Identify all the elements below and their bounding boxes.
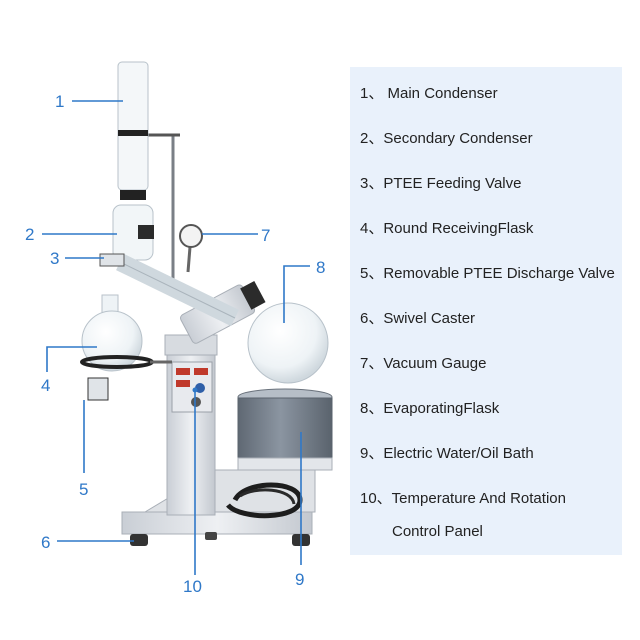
callout-4: 4 bbox=[41, 376, 50, 395]
gauge-stem bbox=[186, 246, 192, 273]
caster-mid bbox=[205, 532, 217, 540]
receiving-flask bbox=[81, 310, 143, 372]
vapor-duct-edge bbox=[119, 261, 236, 319]
callout-2: 2 bbox=[25, 225, 34, 244]
callout-7: 7 bbox=[261, 226, 270, 245]
hose-2 bbox=[239, 488, 296, 505]
caster-left bbox=[130, 534, 148, 546]
legend-item-1: 1、 Main Condenser bbox=[360, 85, 498, 102]
condenser-joint bbox=[120, 190, 146, 200]
leader-4 bbox=[46, 346, 97, 372]
secondary-clamp bbox=[138, 225, 154, 239]
condenser-clamp bbox=[118, 130, 148, 136]
callout-10: 10 bbox=[183, 577, 202, 596]
display-2 bbox=[194, 368, 208, 375]
evaporating-flask bbox=[247, 302, 329, 384]
callout-6: 6 bbox=[41, 533, 50, 552]
callout-1: 1 bbox=[55, 92, 64, 111]
main-condenser bbox=[117, 61, 149, 191]
hose bbox=[226, 482, 303, 519]
legend-panel: 1、 Main Condenser 2、Secondary Condenser … bbox=[350, 67, 622, 555]
bath-base bbox=[237, 457, 333, 471]
callout-9: 9 bbox=[295, 570, 304, 589]
leader-8 bbox=[283, 265, 310, 323]
panel-knob-2 bbox=[191, 397, 201, 407]
callout-8: 8 bbox=[316, 258, 325, 277]
legend-item-10-continued: Control Panel bbox=[392, 523, 483, 540]
callout-numbers: 1 2 3 4 5 6 7 8 9 10 bbox=[25, 92, 325, 596]
display-3 bbox=[176, 380, 190, 387]
legend-item-9: 9、Electric Water/Oil Bath bbox=[360, 445, 534, 462]
legend-item-2: 2、Secondary Condenser bbox=[360, 130, 533, 147]
leader-lines bbox=[42, 100, 310, 575]
display-1 bbox=[176, 368, 190, 375]
feeding-valve bbox=[99, 253, 125, 267]
legend-item-8: 8、EvaporatingFlask bbox=[360, 400, 500, 417]
callout-3: 3 bbox=[50, 249, 59, 268]
vacuum-gauge bbox=[179, 224, 203, 248]
legend-item-7: 7、Vacuum Gauge bbox=[360, 355, 487, 372]
discharge-valve bbox=[87, 377, 109, 401]
apparatus-illustration bbox=[80, 61, 333, 546]
legend-item-5: 5、Removable PTEE Discharge Valve bbox=[360, 265, 615, 282]
callout-5: 5 bbox=[79, 480, 88, 499]
legend-item-4: 4、Round ReceivingFlask bbox=[360, 220, 534, 237]
legend-item-6: 6、Swivel Caster bbox=[360, 310, 476, 327]
leader-dot-10 bbox=[192, 387, 198, 393]
legend-item-3: 3、PTEE Feeding Valve bbox=[360, 175, 522, 192]
legend-item-10: 10、Temperature And Rotation bbox=[360, 490, 566, 507]
panel-knob bbox=[195, 383, 205, 393]
